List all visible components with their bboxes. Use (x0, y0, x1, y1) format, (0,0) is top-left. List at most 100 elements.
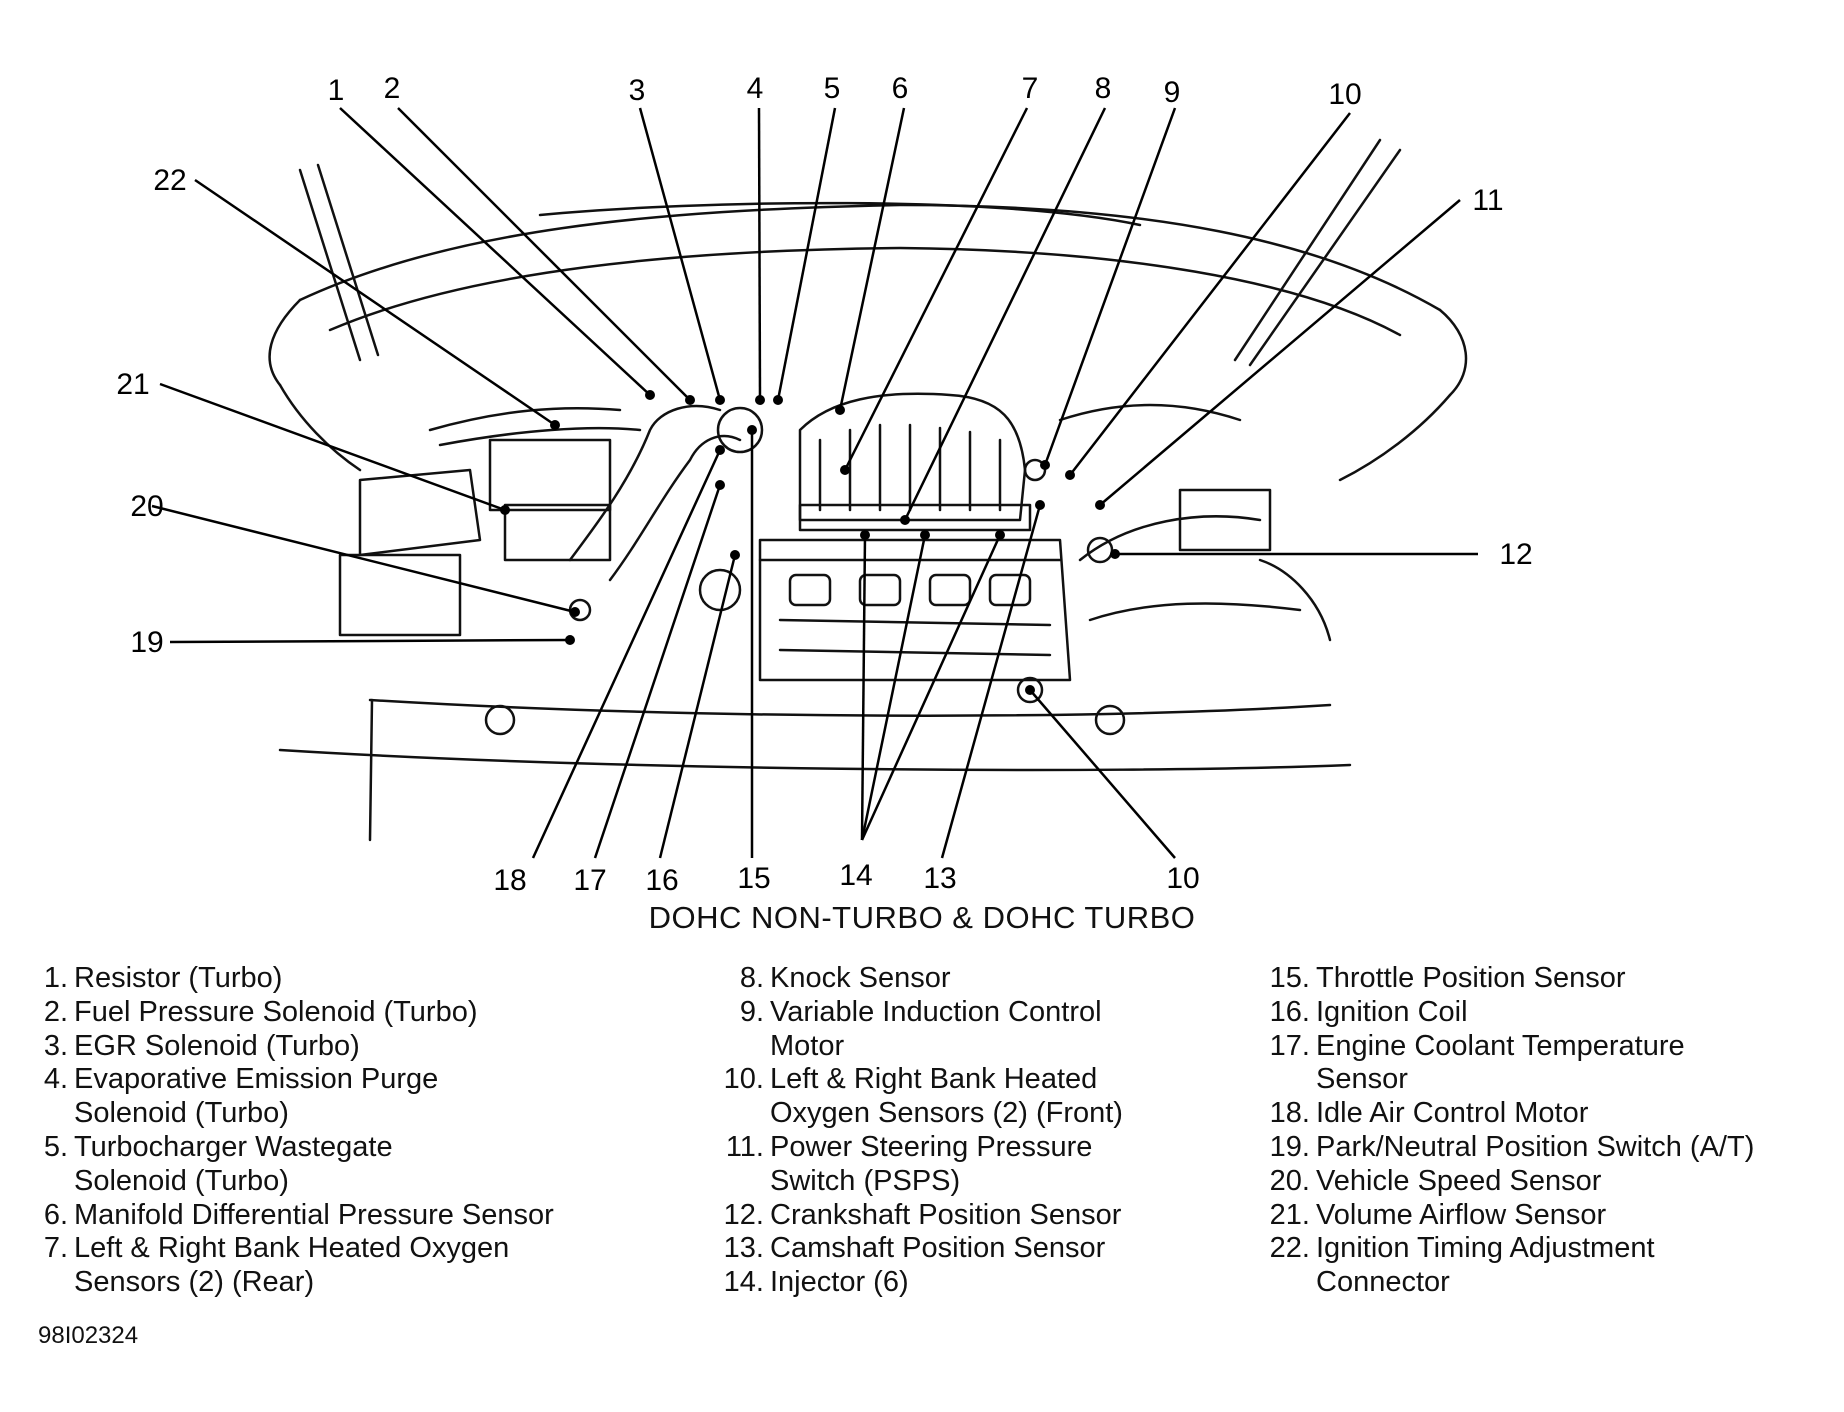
legend-number: 19. (1269, 1130, 1310, 1163)
legend-text: Park/Neutral Position Switch (A/T) (1316, 1130, 1755, 1163)
legend-text: Engine Coolant Temperature (1316, 1029, 1685, 1062)
legend-item: Solenoid (Turbo) (26, 1097, 554, 1131)
legend-number: 22. (1269, 1232, 1310, 1265)
legend-item: Connector (1254, 1266, 1754, 1300)
legend-text: Turbocharger Wastegate (74, 1130, 393, 1163)
legend-item: 13.Camshaft Position Sensor (708, 1232, 1123, 1266)
legend-text: Resistor (Turbo) (74, 962, 283, 994)
legend-item: 14.Injector (6) (708, 1266, 1123, 1300)
figure-reference-code: 98I02324 (38, 1322, 139, 1349)
callout-21: 21 (116, 368, 149, 401)
legend-item: 15.Throttle Position Sensor (1254, 962, 1754, 996)
callout-labels: 1 2 3 4 5 6 7 8 9 10 11 22 21 20 19 12 1… (116, 72, 1532, 897)
legend-text: Vehicle Speed Sensor (1316, 1164, 1602, 1197)
legend-text: Crankshaft Position Sensor (770, 1198, 1122, 1231)
legend-item: 5.Turbocharger Wastegate (26, 1131, 554, 1165)
legend-text: Idle Air Control Motor (1316, 1097, 1589, 1130)
legend-text: Volume Airflow Sensor (1316, 1198, 1607, 1231)
callout-10-top: 10 (1328, 78, 1361, 111)
callout-11: 11 (1472, 184, 1503, 217)
legend-number: 18. (1269, 1097, 1310, 1130)
legend-number: 2. (43, 995, 68, 1028)
legend-number (26, 1165, 74, 1199)
legend-number: 6. (43, 1198, 68, 1231)
legend-item: 1.Resistor (Turbo) (26, 962, 554, 996)
diagram-caption: DOHC NON-TURBO & DOHC TURBO (648, 900, 1196, 935)
legend-item: Switch (PSPS) (708, 1165, 1123, 1199)
legend-number (708, 1165, 770, 1199)
legend-number (708, 1097, 770, 1131)
legend-item: 12.Crankshaft Position Sensor (708, 1199, 1123, 1233)
legend-item: 19.Park/Neutral Position Switch (A/T) (1254, 1130, 1755, 1165)
legend-item: 10.Left & Right Bank Heated (708, 1063, 1123, 1097)
legend-number: 1. (43, 962, 68, 994)
legend-item: 11.Power Steering Pressure (708, 1131, 1123, 1165)
legend-text: Power Steering Pressure (770, 1130, 1093, 1163)
legend-text: Sensor (1316, 1063, 1408, 1096)
legend-text: Manifold Differential Pressure Sensor (74, 1198, 554, 1231)
legend-item: 7.Left & Right Bank Heated Oxygen (26, 1232, 554, 1266)
legend-number: 17. (1269, 1029, 1310, 1062)
legend-item: 22.Ignition Timing Adjustment (1254, 1232, 1754, 1266)
legend-text: Fuel Pressure Solenoid (Turbo) (74, 995, 478, 1028)
leader-lines (151, 107, 1478, 859)
legend-item: 4.Evaporative Emission Purge (26, 1063, 554, 1097)
legend-number: 16. (1269, 995, 1310, 1028)
legend-text: Knock Sensor (770, 962, 951, 994)
legend-item: Motor (708, 1030, 1123, 1064)
callout-20: 20 (130, 490, 163, 523)
legend-item: 21.Volume Airflow Sensor (1254, 1199, 1754, 1233)
legend-number: 7. (43, 1232, 68, 1265)
legend-text: Connector (1316, 1266, 1450, 1299)
legend-text: Injector (6) (770, 1266, 909, 1299)
legend-number (26, 1266, 74, 1300)
legend-number: 3. (43, 1029, 68, 1062)
callout-5: 5 (824, 72, 841, 105)
legend-number (26, 1097, 74, 1131)
legend-item: 16.Ignition Coil (1254, 996, 1754, 1030)
legend-number: 21. (1269, 1198, 1310, 1231)
legend-number: 8. (739, 962, 764, 994)
legend-text: Solenoid (Turbo) (74, 1097, 289, 1130)
legend-number (708, 1030, 770, 1064)
callout-6: 6 (892, 72, 909, 105)
legend-item: 9.Variable Induction Control (708, 996, 1123, 1030)
legend-number: 11. (725, 1130, 764, 1163)
legend-text: Ignition Coil (1316, 995, 1468, 1028)
callout-8: 8 (1095, 72, 1112, 105)
legend-text: Solenoid (Turbo) (74, 1164, 289, 1197)
legend-text: Ignition Timing Adjustment (1316, 1232, 1655, 1265)
callout-9: 9 (1164, 76, 1181, 109)
legend-text: Camshaft Position Sensor (770, 1232, 1106, 1265)
legend-column-1: 1.Resistor (Turbo)2.Fuel Pressure Soleno… (26, 962, 554, 1300)
legend-number: 12. (723, 1198, 764, 1231)
legend-text: Oxygen Sensors (2) (Front) (770, 1097, 1123, 1130)
legend-number: 10. (723, 1063, 764, 1096)
legend-item: 18.Idle Air Control Motor (1254, 1097, 1754, 1131)
legend-item: 3.EGR Solenoid (Turbo) (26, 1030, 554, 1064)
legend-number: 4. (43, 1063, 68, 1096)
leader-arrowheads (500, 390, 1120, 695)
callout-1: 1 (328, 74, 345, 107)
legend-number: 9. (739, 995, 764, 1028)
callout-2: 2 (384, 72, 401, 105)
legend-text: EGR Solenoid (Turbo) (74, 1029, 360, 1062)
legend-number (1254, 1063, 1316, 1097)
legend-item: Sensors (2) (Rear) (26, 1266, 554, 1300)
engine-compartment-diagram: 1 2 3 4 5 6 7 8 9 10 11 22 21 20 19 12 1… (116, 72, 1532, 897)
legend-item: Sensor (1254, 1063, 1754, 1097)
callout-14: 14 (839, 859, 872, 892)
callout-18: 18 (493, 864, 526, 897)
callout-22: 22 (153, 164, 186, 197)
callout-12: 12 (1499, 538, 1532, 571)
callout-19: 19 (130, 626, 163, 659)
callout-16: 16 (645, 864, 678, 897)
legend-text: Sensors (2) (Rear) (74, 1266, 315, 1299)
legend-item: 20.Vehicle Speed Sensor (1254, 1165, 1754, 1199)
legend-number: 20. (1269, 1164, 1310, 1197)
legend-text: Throttle Position Sensor (1316, 962, 1626, 994)
legend-item: 2.Fuel Pressure Solenoid (Turbo) (26, 996, 554, 1030)
legend-number (1254, 1266, 1316, 1300)
